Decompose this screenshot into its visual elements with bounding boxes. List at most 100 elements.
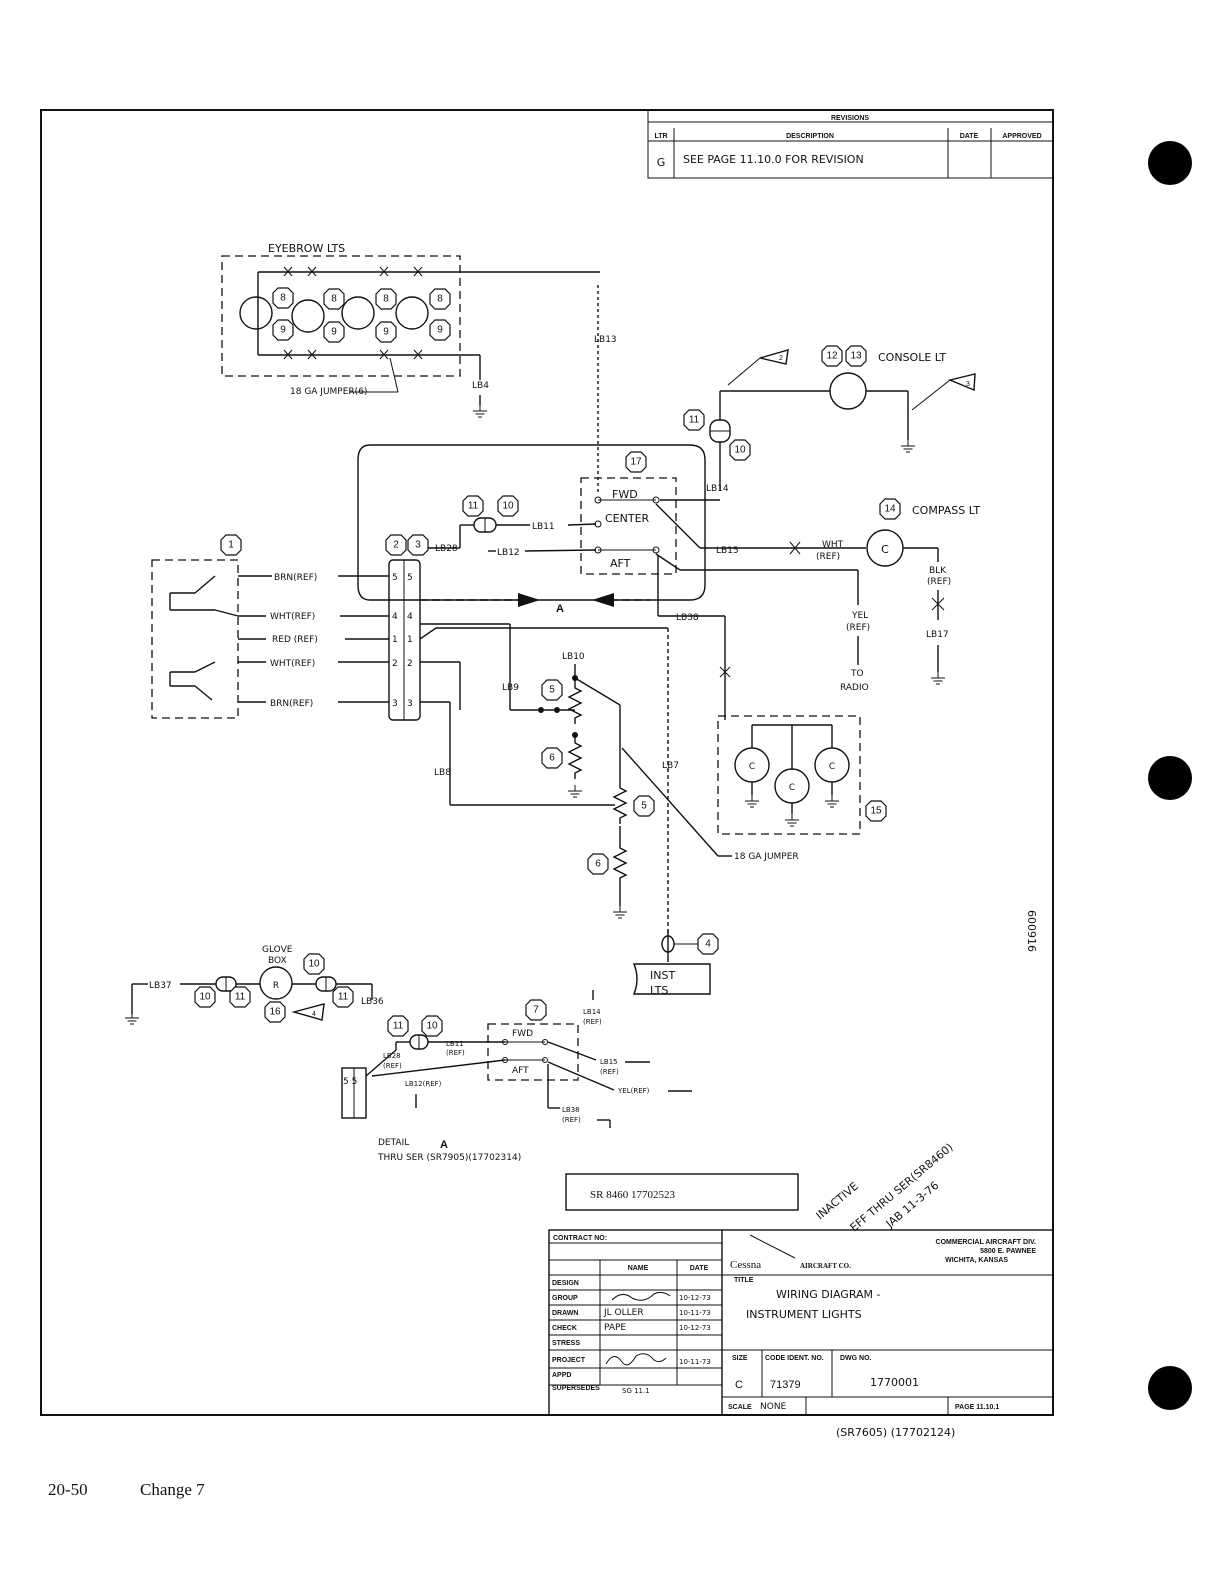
svg-text:4: 4 [407, 612, 413, 622]
svg-text:LB37: LB37 [149, 981, 172, 991]
svg-text:(REF): (REF) [846, 623, 870, 633]
svg-text:8: 8 [437, 294, 443, 305]
svg-text:10-11-73: 10-11-73 [679, 1358, 711, 1366]
detail-a-callout: A [420, 593, 650, 615]
col-description: DESCRIPTION [786, 133, 834, 140]
svg-text:TITLE: TITLE [734, 1277, 754, 1284]
rev-letter: G [657, 156, 666, 169]
svg-text:BRN(REF): BRN(REF) [270, 699, 313, 709]
svg-text:C: C [749, 762, 755, 772]
post-lights: C C C 15 [717, 715, 887, 835]
svg-text:15: 15 [870, 806, 882, 817]
svg-text:WHT(REF): WHT(REF) [270, 612, 315, 622]
svg-text:INST: INST [650, 969, 675, 982]
eyebrow-lamp-2 [291, 299, 325, 333]
svg-text:2: 2 [393, 540, 399, 551]
switch-fwd: FWD [612, 488, 638, 501]
svg-text:2: 2 [779, 355, 783, 362]
svg-text:BRN(REF): BRN(REF) [274, 573, 317, 583]
svg-text:3: 3 [415, 540, 421, 551]
glove-box: GLOVE BOX 10 R LB37 10 11 11 LB36 16 4 [124, 945, 384, 1025]
svg-text:LB17: LB17 [926, 630, 949, 640]
svg-text:LB15: LB15 [716, 546, 739, 556]
col-date: DATE [960, 133, 979, 140]
svg-text:10: 10 [308, 959, 320, 970]
svg-text:AIRCRAFT CO.: AIRCRAFT CO. [800, 1262, 851, 1270]
footer-change: Change 7 [140, 1480, 205, 1499]
title-block: CONTRACT NO: NAME DATE DESIGN GROUP DRAW… [548, 1229, 1054, 1416]
eyebrow-lamp-4 [395, 296, 429, 330]
console-lamp [829, 372, 867, 410]
svg-text:11: 11 [689, 415, 700, 426]
svg-text:10: 10 [502, 501, 514, 512]
svg-text:11: 11 [338, 992, 349, 1003]
svg-text:SCALE: SCALE [728, 1404, 752, 1411]
svg-text:LB11: LB11 [446, 1040, 464, 1048]
lb13-label: LB13 [594, 335, 617, 345]
svg-text:BLK: BLK [929, 566, 947, 576]
svg-text:5800 E. PAWNEE: 5800 E. PAWNEE [980, 1248, 1036, 1255]
svg-text:THRU SER (SR7905)(17702314): THRU SER (SR7905)(17702314) [377, 1153, 521, 1163]
svg-text:3: 3 [407, 699, 413, 709]
svg-text:8: 8 [331, 294, 337, 305]
svg-text:C: C [881, 543, 889, 556]
serial-stamp: SR 8460 17702523 [565, 1173, 799, 1211]
compass-label: COMPASS LT [912, 504, 980, 517]
svg-text:4: 4 [392, 612, 398, 622]
svg-text:5: 5 [549, 685, 555, 696]
svg-text:18 GA JUMPER: 18 GA JUMPER [734, 852, 799, 862]
svg-text:13: 13 [850, 351, 862, 362]
detail-a: 11 10 7 LB11 (REF) LB28 (REF) FWD AFT LB… [341, 990, 692, 1163]
svg-text:10-11-73: 10-11-73 [679, 1309, 711, 1317]
eyebrow-lights: EYEBROW LTS 8 8 8 8 9 9 9 9 18 GA JUMPER… [221, 242, 617, 495]
svg-text:NAME: NAME [628, 1265, 649, 1272]
svg-text:8: 8 [383, 294, 389, 305]
svg-text:5: 5 [641, 801, 647, 812]
svg-text:C: C [735, 1379, 743, 1391]
footer-page: 20-50 [48, 1480, 88, 1499]
svg-text:COMMERCIAL AIRCRAFT DIV.: COMMERCIAL AIRCRAFT DIV. [936, 1239, 1037, 1246]
svg-text:1: 1 [392, 635, 398, 645]
svg-text:C: C [829, 762, 835, 772]
svg-text:(REF): (REF) [562, 1116, 581, 1124]
side-number: 600916 [1025, 910, 1038, 952]
radio-lead: YEL (REF) TO RADIO [840, 570, 870, 693]
svg-text:16: 16 [269, 1007, 281, 1018]
svg-text:10-12-73: 10-12-73 [679, 1294, 711, 1302]
svg-text:9: 9 [437, 325, 443, 336]
drawing-border [40, 109, 1054, 1416]
svg-text:C: C [789, 783, 795, 793]
svg-text:LB38: LB38 [676, 613, 699, 623]
svg-text:LB12: LB12 [497, 548, 520, 558]
col-ltr: LTR [654, 133, 667, 140]
eyebrow-title: EYEBROW LTS [268, 242, 345, 255]
svg-text:BOX: BOX [268, 956, 287, 966]
svg-text:LB9: LB9 [502, 683, 519, 693]
eyebrow-lamp-3 [341, 296, 375, 330]
svg-text:8: 8 [280, 293, 286, 304]
glove-box-lamp [259, 966, 293, 1000]
dimmer-circuit: LB10 LB9 LB8 LB7 5 6 5 6 18 GA JUMPER [419, 623, 799, 935]
svg-text:(REF): (REF) [816, 552, 840, 562]
console-light: 12 13 CONSOLE LT 2 3 11 10 [683, 345, 976, 490]
svg-text:DATE: DATE [690, 1265, 709, 1272]
svg-text:SG 11.1: SG 11.1 [622, 1387, 650, 1395]
svg-text:6: 6 [595, 859, 601, 870]
svg-text:LB12(REF): LB12(REF) [405, 1080, 442, 1088]
svg-text:WHT: WHT [822, 540, 844, 550]
svg-text:SUPERSEDES: SUPERSEDES [552, 1385, 600, 1392]
svg-text:DESIGN: DESIGN [552, 1280, 579, 1287]
inactive-annotation: INACTIVE EFF THRU SER(SR8460) JAB 11-3-7… [814, 1141, 956, 1235]
svg-text:3: 3 [966, 381, 970, 388]
svg-text:PROJECT: PROJECT [552, 1357, 586, 1364]
svg-text:LB28: LB28 [383, 1052, 401, 1060]
svg-text:PAGE 11.10.1: PAGE 11.10.1 [955, 1404, 999, 1411]
svg-text:LTS: LTS [650, 984, 668, 997]
svg-text:11: 11 [393, 1021, 404, 1032]
svg-text:LB11: LB11 [532, 522, 555, 532]
svg-text:10: 10 [734, 445, 746, 456]
svg-text:(REF): (REF) [583, 1018, 602, 1026]
company-logo: Cessna [730, 1259, 761, 1271]
panel-switch: 17 FWD CENTER AFT LB14 LB15 LB38 11 10 L… [420, 451, 858, 715]
